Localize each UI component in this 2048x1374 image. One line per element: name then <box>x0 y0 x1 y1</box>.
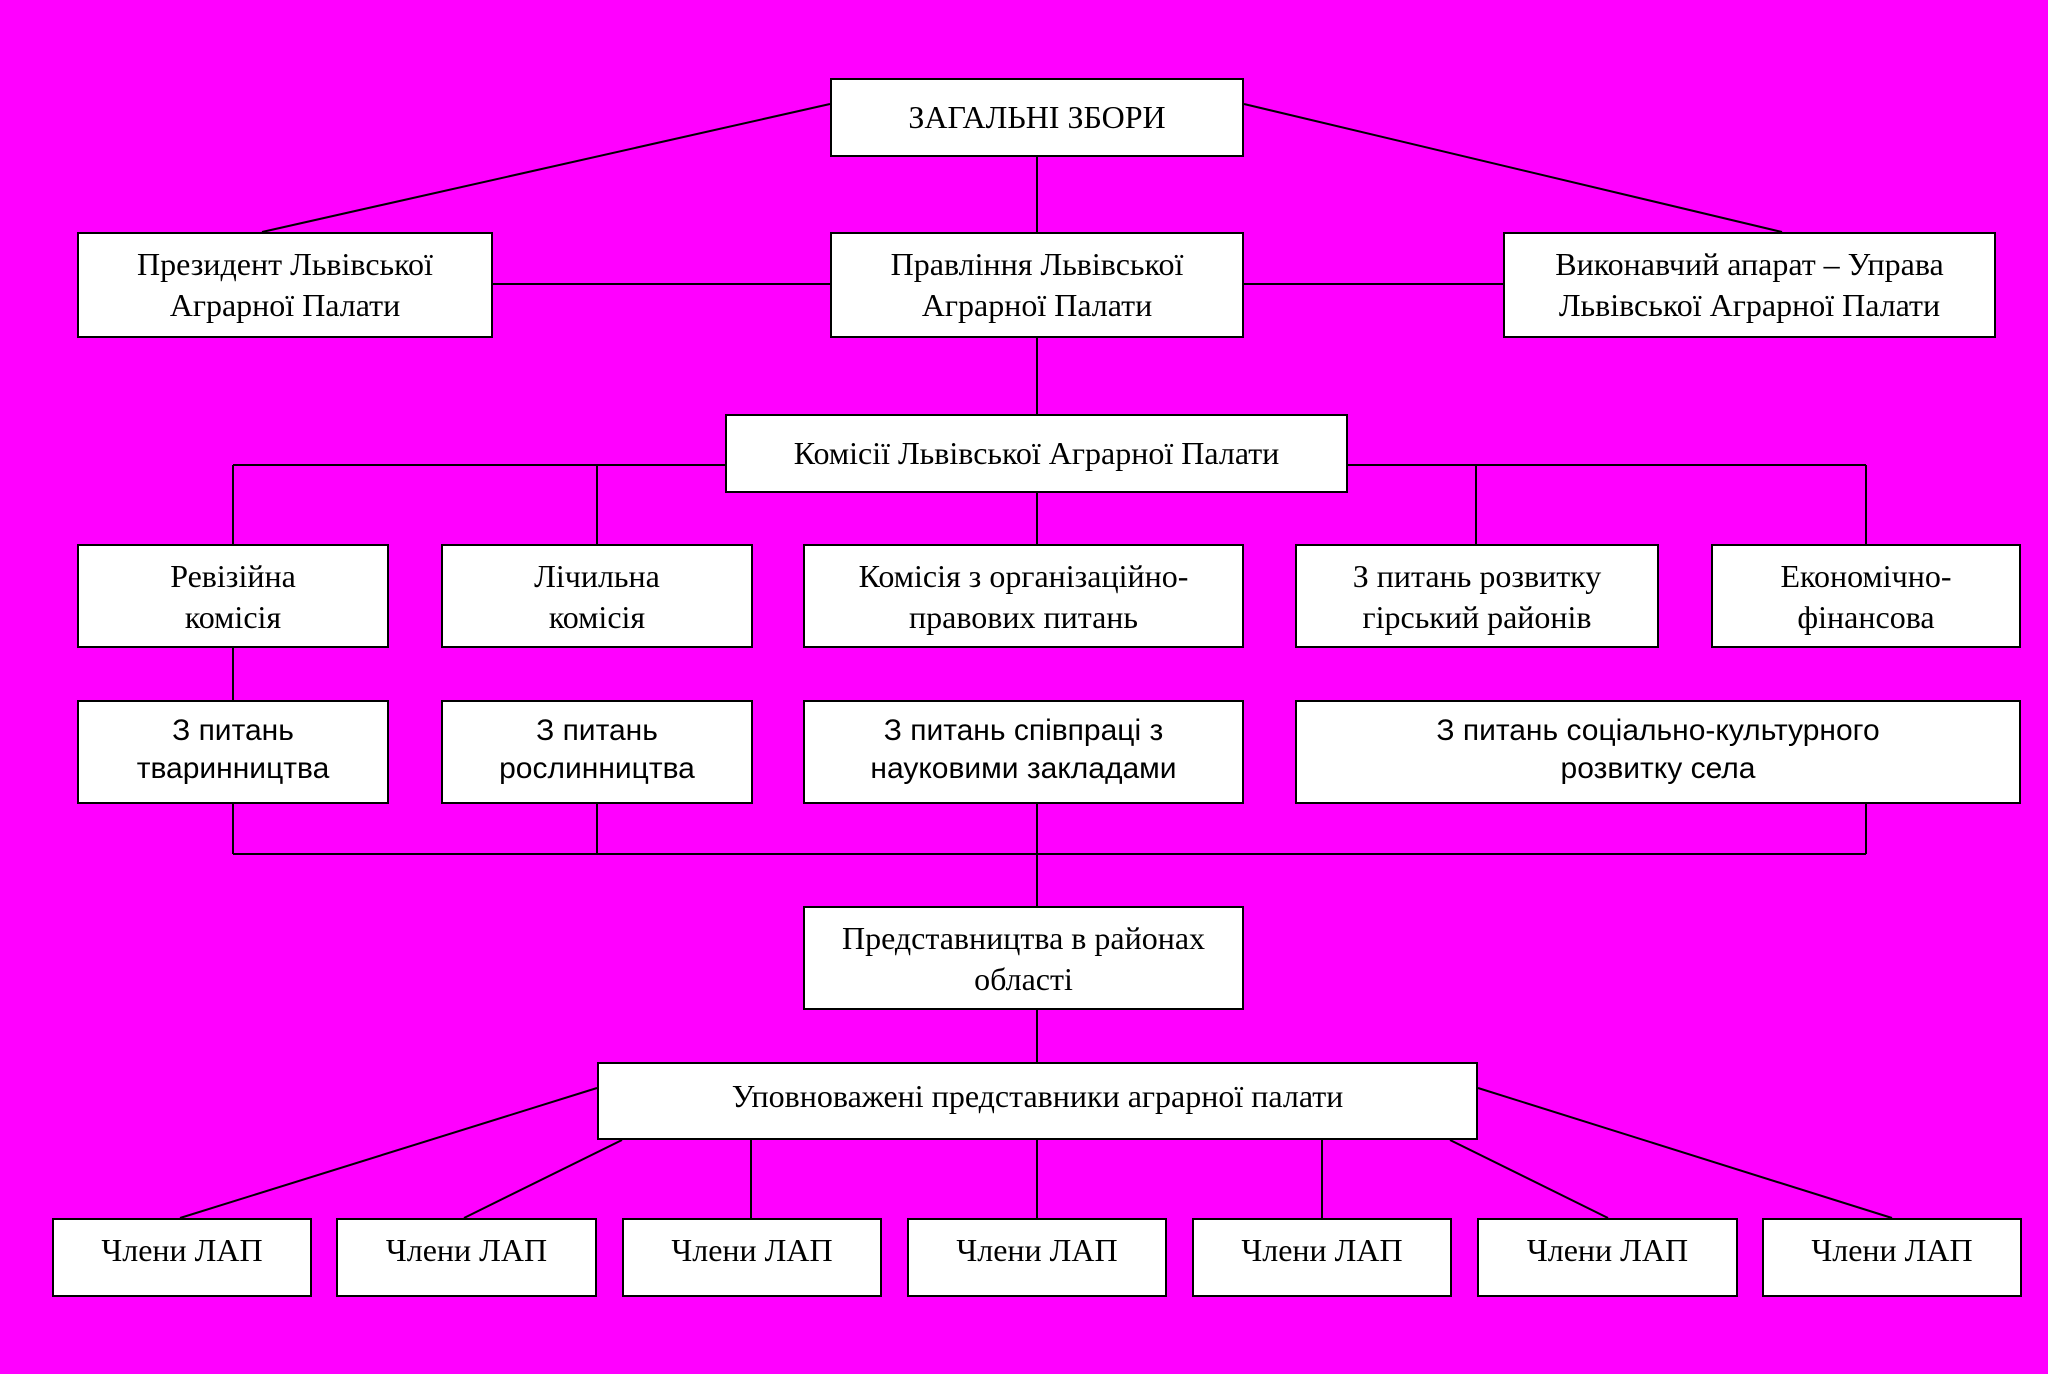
president-box: Президент Львівської Аграрної Палати <box>77 232 493 338</box>
legal-commission-box: Комісія з організаційно- правових питань <box>803 544 1244 648</box>
general-meeting-box: ЗАГАЛЬНІ ЗБОРИ <box>830 78 1244 157</box>
social-commission-box: З питань соціально-культурного розвитку … <box>1295 700 2021 804</box>
member-box: Члени ЛАП <box>1477 1218 1738 1297</box>
livestock-commission-box: З питань тваринництва <box>77 700 389 804</box>
connector-line <box>179 1087 598 1219</box>
counting-commission-box: Лічильна комісія <box>441 544 753 648</box>
connector-line <box>261 103 831 233</box>
commissions-box: Комісії Львівської Аграрної Палати <box>725 414 1348 493</box>
connector-line <box>463 1139 623 1219</box>
science-commission-box: З питань співпраці з науковими закладами <box>803 700 1244 804</box>
member-box: Члени ЛАП <box>622 1218 882 1297</box>
connector-line <box>1243 103 1783 233</box>
member-box: Члени ЛАП <box>52 1218 312 1297</box>
connector-line <box>1477 1087 1893 1219</box>
member-box: Члени ЛАП <box>907 1218 1167 1297</box>
connector-line <box>1449 1139 1609 1219</box>
executive-box: Виконавчий апарат – Управа Львівської Аг… <box>1503 232 1996 338</box>
member-box: Члени ЛАП <box>336 1218 597 1297</box>
finance-commission-box: Економічно- фінансова <box>1711 544 2021 648</box>
representatives-box: Уповноважені представники аграрної палат… <box>597 1062 1478 1140</box>
member-box: Члени ЛАП <box>1192 1218 1452 1297</box>
audit-commission-box: Ревізійна комісія <box>77 544 389 648</box>
district-offices-box: Представництва в районах області <box>803 906 1244 1010</box>
mountain-commission-box: З питань розвитку гірський районів <box>1295 544 1659 648</box>
board-box: Правління Львівської Аграрної Палати <box>830 232 1244 338</box>
member-box: Члени ЛАП <box>1762 1218 2022 1297</box>
crops-commission-box: З питань рослинництва <box>441 700 753 804</box>
